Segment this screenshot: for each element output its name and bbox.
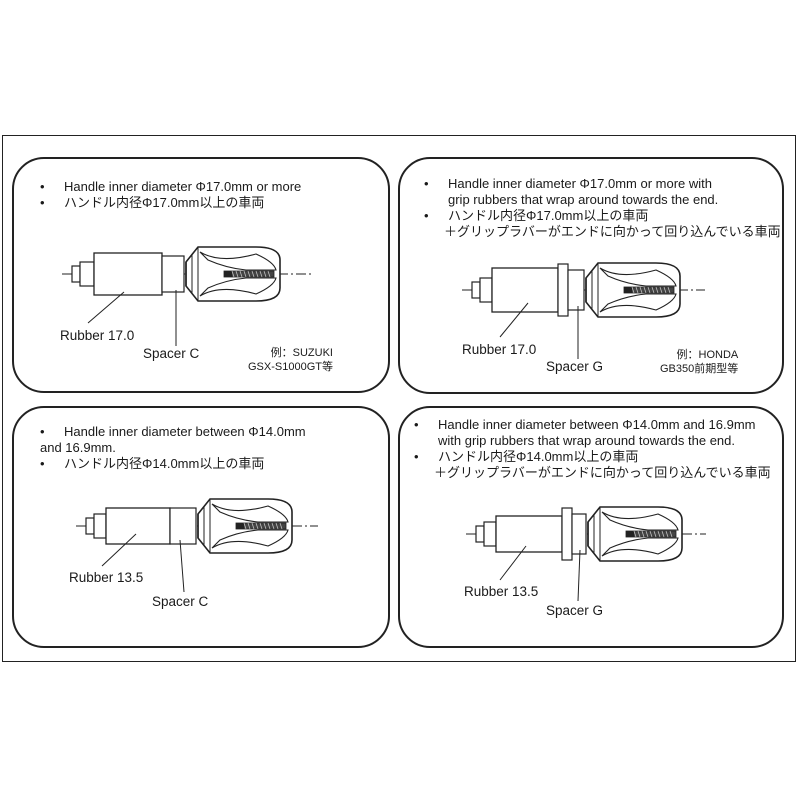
panel-2-bullet-en-line2: grip rubbers that wrap around towards th… (448, 192, 719, 207)
panel-4-spacer-g (561, 507, 573, 561)
panel-1-spacer-label: Spacer C (143, 346, 200, 361)
panel-3-bullets: Handle inner diameter between Φ14.0mm an… (40, 424, 306, 472)
panel-1-rubber-label: Rubber 17.0 (60, 328, 135, 343)
panel-2-example-line2: GB350前期型等 (660, 363, 739, 375)
panel-4-bullets: Handle inner diameter between Φ14.0mm an… (414, 417, 771, 481)
panel-1-example: 例：SUZUKI GSX-S1000GT等 (248, 346, 333, 374)
panel-2-bullet-ja-line1: ハンドル内径Φ17.0mm以上の車両 (448, 208, 649, 223)
panel-2-spacer-g (557, 263, 569, 317)
panel-3-bullet-en: Handle inner diameter between Φ14.0mm an… (40, 424, 306, 456)
panel-4-bar-end-weight (587, 506, 683, 562)
panel-2-example-line1: 例：HONDA (676, 349, 739, 361)
panel-3-rubber-label: Rubber 13.5 (69, 570, 144, 585)
panel-4-bullet-ja-line1: ハンドル内径Φ14.0mm以上の車両 (438, 449, 639, 464)
outer-frame (2, 135, 796, 662)
panel-1-bullets: Handle inner diameter Φ17.0mm or more ハン… (40, 179, 301, 211)
panel-3-bullet-en-line2: and 16.9mm. (40, 440, 116, 455)
panel-1-bullet-ja: ハンドル内径Φ17.0mm以上の車両 (40, 195, 301, 211)
panel-3-assembly (76, 498, 318, 593)
panel-4-spacer-label: Spacer G (546, 603, 604, 618)
panel-2-bar-end-weight (585, 262, 681, 318)
panel-2-example: 例：HONDA GB350前期型等 (660, 348, 738, 376)
panel-2-bullet-ja-line2: ＋グリップラバーがエンドに向かって回り込んでいる車両 (444, 224, 781, 239)
panel-3-bullet-ja: ハンドル内径Φ14.0mm以上の車両 (40, 456, 306, 472)
panel-1-example-line2: GSX-S1000GT等 (248, 361, 333, 373)
panel-2-assembly (462, 262, 705, 359)
panel-4-bullet-en: Handle inner diameter between Φ14.0mm an… (414, 417, 771, 449)
panel-2-bullet-ja: ハンドル内径Φ17.0mm以上の車両 ＋グリップラバーがエンドに向かって回り込ん… (424, 208, 781, 240)
panel-3-rubber-13-5 (105, 507, 171, 545)
panel-1-bullet-en: Handle inner diameter Φ17.0mm or more (40, 179, 301, 195)
panel-1-spacer-c (161, 255, 185, 293)
panel-4-bullet-ja-line2: ＋グリップラバーがエンドに向かって回り込んでいる車両 (434, 465, 771, 480)
panel-3-bar-end-weight (197, 498, 293, 554)
panel-2-bullet-en: Handle inner diameter Φ17.0mm or more wi… (424, 176, 781, 208)
panel-3-bullet-en-line1: Handle inner diameter between Φ14.0mm (64, 424, 306, 439)
panel-3-spacer-label: Spacer C (152, 594, 209, 609)
panel-4-rubber-label: Rubber 13.5 (464, 584, 539, 599)
panel-2-bullet-en-line1: Handle inner diameter Φ17.0mm or more wi… (448, 176, 712, 191)
panel-1-assembly (62, 246, 312, 346)
panel-3-spacer-c (169, 507, 197, 545)
panel-1-bar-end-weight (185, 246, 281, 302)
panel-1-rubber-17 (93, 252, 163, 296)
panel-1-example-line1: 例：SUZUKI (270, 347, 333, 359)
panel-4-bullet-en-line1: Handle inner diameter between Φ14.0mm an… (438, 417, 756, 432)
panel-4-rubber-13-5 (495, 515, 563, 553)
panel-2-spacer-label: Spacer G (546, 359, 604, 374)
panel-2-rubber-label: Rubber 17.0 (462, 342, 537, 357)
panel-2-bullets: Handle inner diameter Φ17.0mm or more wi… (424, 176, 781, 240)
panel-4-bullet-en-line2: with grip rubbers that wrap around towar… (438, 433, 736, 448)
panel-4-assembly (466, 506, 706, 602)
panel-2-rubber-17 (491, 267, 559, 313)
panel-4-bullet-ja: ハンドル内径Φ14.0mm以上の車両 ＋グリップラバーがエンドに向かって回り込ん… (414, 449, 771, 481)
